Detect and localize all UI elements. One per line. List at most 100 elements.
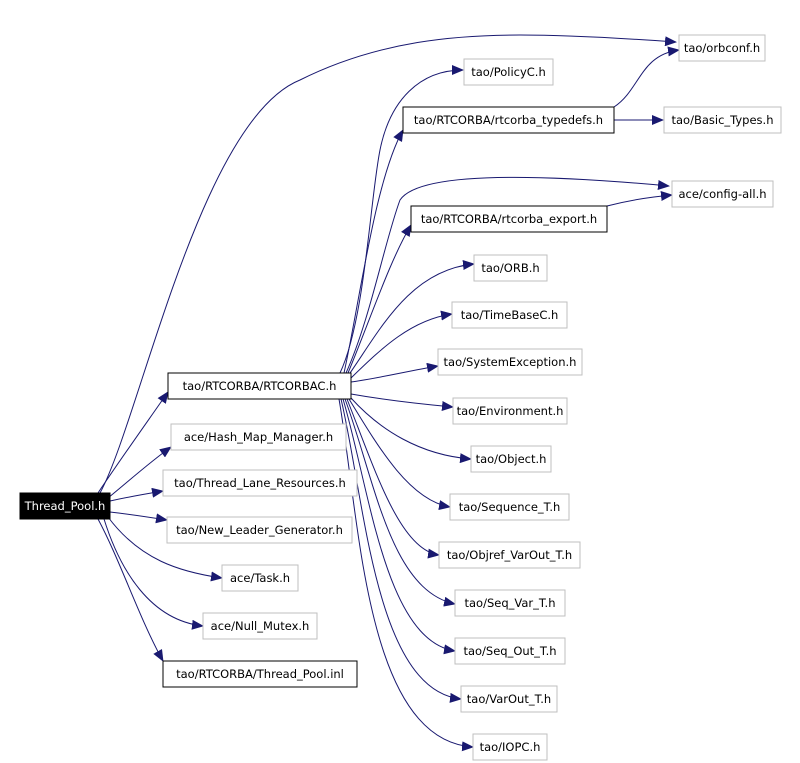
node-label: tao/ORB.h xyxy=(481,261,539,275)
node-systemexception-h[interactable]: tao/SystemException.h xyxy=(437,348,583,376)
edge-thread_pool_h-to-thread_pool_inl xyxy=(97,518,164,662)
node-rtcorba-typedefs-h[interactable]: tao/RTCORBA/rtcorba_typedefs.h xyxy=(402,106,615,134)
node-box xyxy=(663,106,782,134)
node-label: ace/Task.h xyxy=(230,571,290,585)
node-label: tao/SystemException.h xyxy=(444,355,577,369)
edge-rtcorbac_h-to-objref_varout_t_h xyxy=(346,398,440,559)
node-label: tao/PolicyC.h xyxy=(471,65,546,79)
node-null-mutex-h[interactable]: ace/Null_Mutex.h xyxy=(202,612,318,640)
node-label: Thread_Pool.h xyxy=(24,499,106,513)
edge-thread_pool_h-to-null_mutex_h xyxy=(103,518,204,630)
node-policyc-h[interactable]: tao/PolicyC.h xyxy=(463,58,554,86)
edge-rtcorbac_h-to-policyc_h xyxy=(339,65,464,374)
node-iopc-h[interactable]: tao/IOPC.h xyxy=(472,733,548,761)
node-task-h[interactable]: ace/Task.h xyxy=(221,564,299,592)
node-box xyxy=(167,372,352,400)
edge-rtcorbac_h-to-rtcorba_export_h xyxy=(347,224,412,374)
node-label: tao/IOPC.h xyxy=(480,740,541,754)
edge-rtcorbac_h-to-systemexception_h xyxy=(350,362,439,383)
node-box xyxy=(460,685,558,713)
node-box xyxy=(170,423,347,451)
node-box xyxy=(438,541,581,569)
edge-rtcorba_export_h-to-config_all_h xyxy=(606,191,673,207)
node-thread-pool-inl[interactable]: tao/RTCORBA/Thread_Pool.inl xyxy=(162,660,358,688)
nodes-layer: Thread_Pool.h tao/RTCORBA/RTCORBAC.h ace/H… xyxy=(19,34,782,761)
node-label: ace/Null_Mutex.h xyxy=(211,619,310,633)
node-box xyxy=(678,34,766,62)
node-box xyxy=(454,637,566,665)
node-timebasec-h[interactable]: tao/TimeBaseC.h xyxy=(451,301,568,329)
edge-rtcorbac_h-to-varout_t_h xyxy=(340,398,462,703)
edge-rtcorbac_h-to-seq_var_t_h xyxy=(344,398,456,607)
node-box xyxy=(437,348,583,376)
node-label: ace/Hash_Map_Manager.h xyxy=(184,430,333,444)
node-box xyxy=(449,493,570,521)
node-label: tao/RTCORBA/RTCORBAC.h xyxy=(183,379,337,393)
node-box xyxy=(166,516,353,544)
node-label: tao/RTCORBA/rtcorba_typedefs.h xyxy=(414,113,603,127)
edge-rtcorba_typedefs_h-to-orbconf_h xyxy=(613,46,680,108)
node-label: tao/VarOut_T.h xyxy=(467,692,551,706)
node-hash-map-manager-h[interactable]: ace/Hash_Map_Manager.h xyxy=(170,423,347,451)
edge-rtcorbac_h-to-sequence_t_h xyxy=(348,398,451,511)
node-label: tao/RTCORBA/rtcorba_export.h xyxy=(421,212,597,226)
node-thread-pool-h[interactable]: Thread_Pool.h xyxy=(19,492,111,520)
node-box xyxy=(162,469,358,497)
edge-rtcorbac_h-to-timebasec_h xyxy=(350,310,453,379)
node-box xyxy=(463,58,554,86)
node-label: tao/Environment.h xyxy=(457,404,564,418)
node-label: tao/Thread_Lane_Resources.h xyxy=(174,476,346,490)
node-box xyxy=(19,492,111,520)
node-box xyxy=(454,589,566,617)
edge-thread_pool_h-to-rtcorbac_h xyxy=(97,391,169,494)
node-label: tao/Seq_Out_T.h xyxy=(463,644,556,658)
node-thread-lane-resources-h[interactable]: tao/Thread_Lane_Resources.h xyxy=(162,469,358,497)
node-orbconf-h[interactable]: tao/orbconf.h xyxy=(678,34,766,62)
node-seq-var-t-h[interactable]: tao/Seq_Var_T.h xyxy=(454,589,566,617)
node-label: tao/orbconf.h xyxy=(684,41,760,55)
edge-thread_pool_h-to-new_leader_generator_h xyxy=(109,511,168,524)
node-object-h[interactable]: tao/Object.h xyxy=(470,445,552,473)
node-box xyxy=(470,445,552,473)
edge-rtcorbac_h-to-environment_h xyxy=(350,393,454,411)
node-rtcorba-export-h[interactable]: tao/RTCORBA/rtcorba_export.h xyxy=(410,205,608,233)
node-config-all-h[interactable]: ace/config-all.h xyxy=(671,180,774,208)
edges-layer xyxy=(97,34,680,752)
edge-rtcorbac_h-to-orb_h xyxy=(349,260,475,374)
edge-thread_pool_h-to-task_h xyxy=(107,516,223,582)
node-box xyxy=(410,205,608,233)
node-label: tao/Object.h xyxy=(476,452,547,466)
node-label: tao/RTCORBA/Thread_Pool.inl xyxy=(176,667,344,681)
node-box xyxy=(452,397,568,425)
node-new-leader-generator-h[interactable]: tao/New_Leader_Generator.h xyxy=(166,516,353,544)
node-label: tao/Seq_Var_T.h xyxy=(465,596,556,610)
edge-thread_pool_h-to-hash_map_manager_h xyxy=(107,446,172,499)
node-box xyxy=(202,612,318,640)
edge-rtcorbac_h-to-config_all_h xyxy=(345,176,670,374)
node-objref-varout-t-h[interactable]: tao/Objref_VarOut_T.h xyxy=(438,541,581,569)
node-label: ace/config-all.h xyxy=(678,187,766,201)
node-rtcorbac-h[interactable]: tao/RTCORBA/RTCORBAC.h xyxy=(167,372,352,400)
node-varout-t-h[interactable]: tao/VarOut_T.h xyxy=(460,685,558,713)
node-box xyxy=(472,733,548,761)
node-seq-out-t-h[interactable]: tao/Seq_Out_T.h xyxy=(454,637,566,665)
node-sequence-t-h[interactable]: tao/Sequence_T.h xyxy=(449,493,570,521)
node-box xyxy=(402,106,615,134)
edge-thread_pool_h-to-thread_lane_resources_h xyxy=(109,487,164,502)
node-label: tao/New_Leader_Generator.h xyxy=(176,523,343,537)
edge-rtcorbac_h-to-rtcorba_typedefs_h xyxy=(343,129,404,374)
node-basic-types-h[interactable]: tao/Basic_Types.h xyxy=(663,106,782,134)
node-box xyxy=(671,180,774,208)
node-environment-h[interactable]: tao/Environment.h xyxy=(452,397,568,425)
edge-rtcorbac_h-to-seq_out_t_h xyxy=(342,398,456,655)
node-label: tao/Basic_Types.h xyxy=(671,113,773,127)
node-label: tao/Objref_VarOut_T.h xyxy=(447,548,572,562)
node-orb-h[interactable]: tao/ORB.h xyxy=(473,254,548,282)
edge-rtcorbac_h-to-object_h xyxy=(350,397,472,464)
node-label: tao/TimeBaseC.h xyxy=(461,308,559,322)
node-box xyxy=(221,564,299,592)
node-box xyxy=(162,660,358,688)
node-box xyxy=(473,254,548,282)
